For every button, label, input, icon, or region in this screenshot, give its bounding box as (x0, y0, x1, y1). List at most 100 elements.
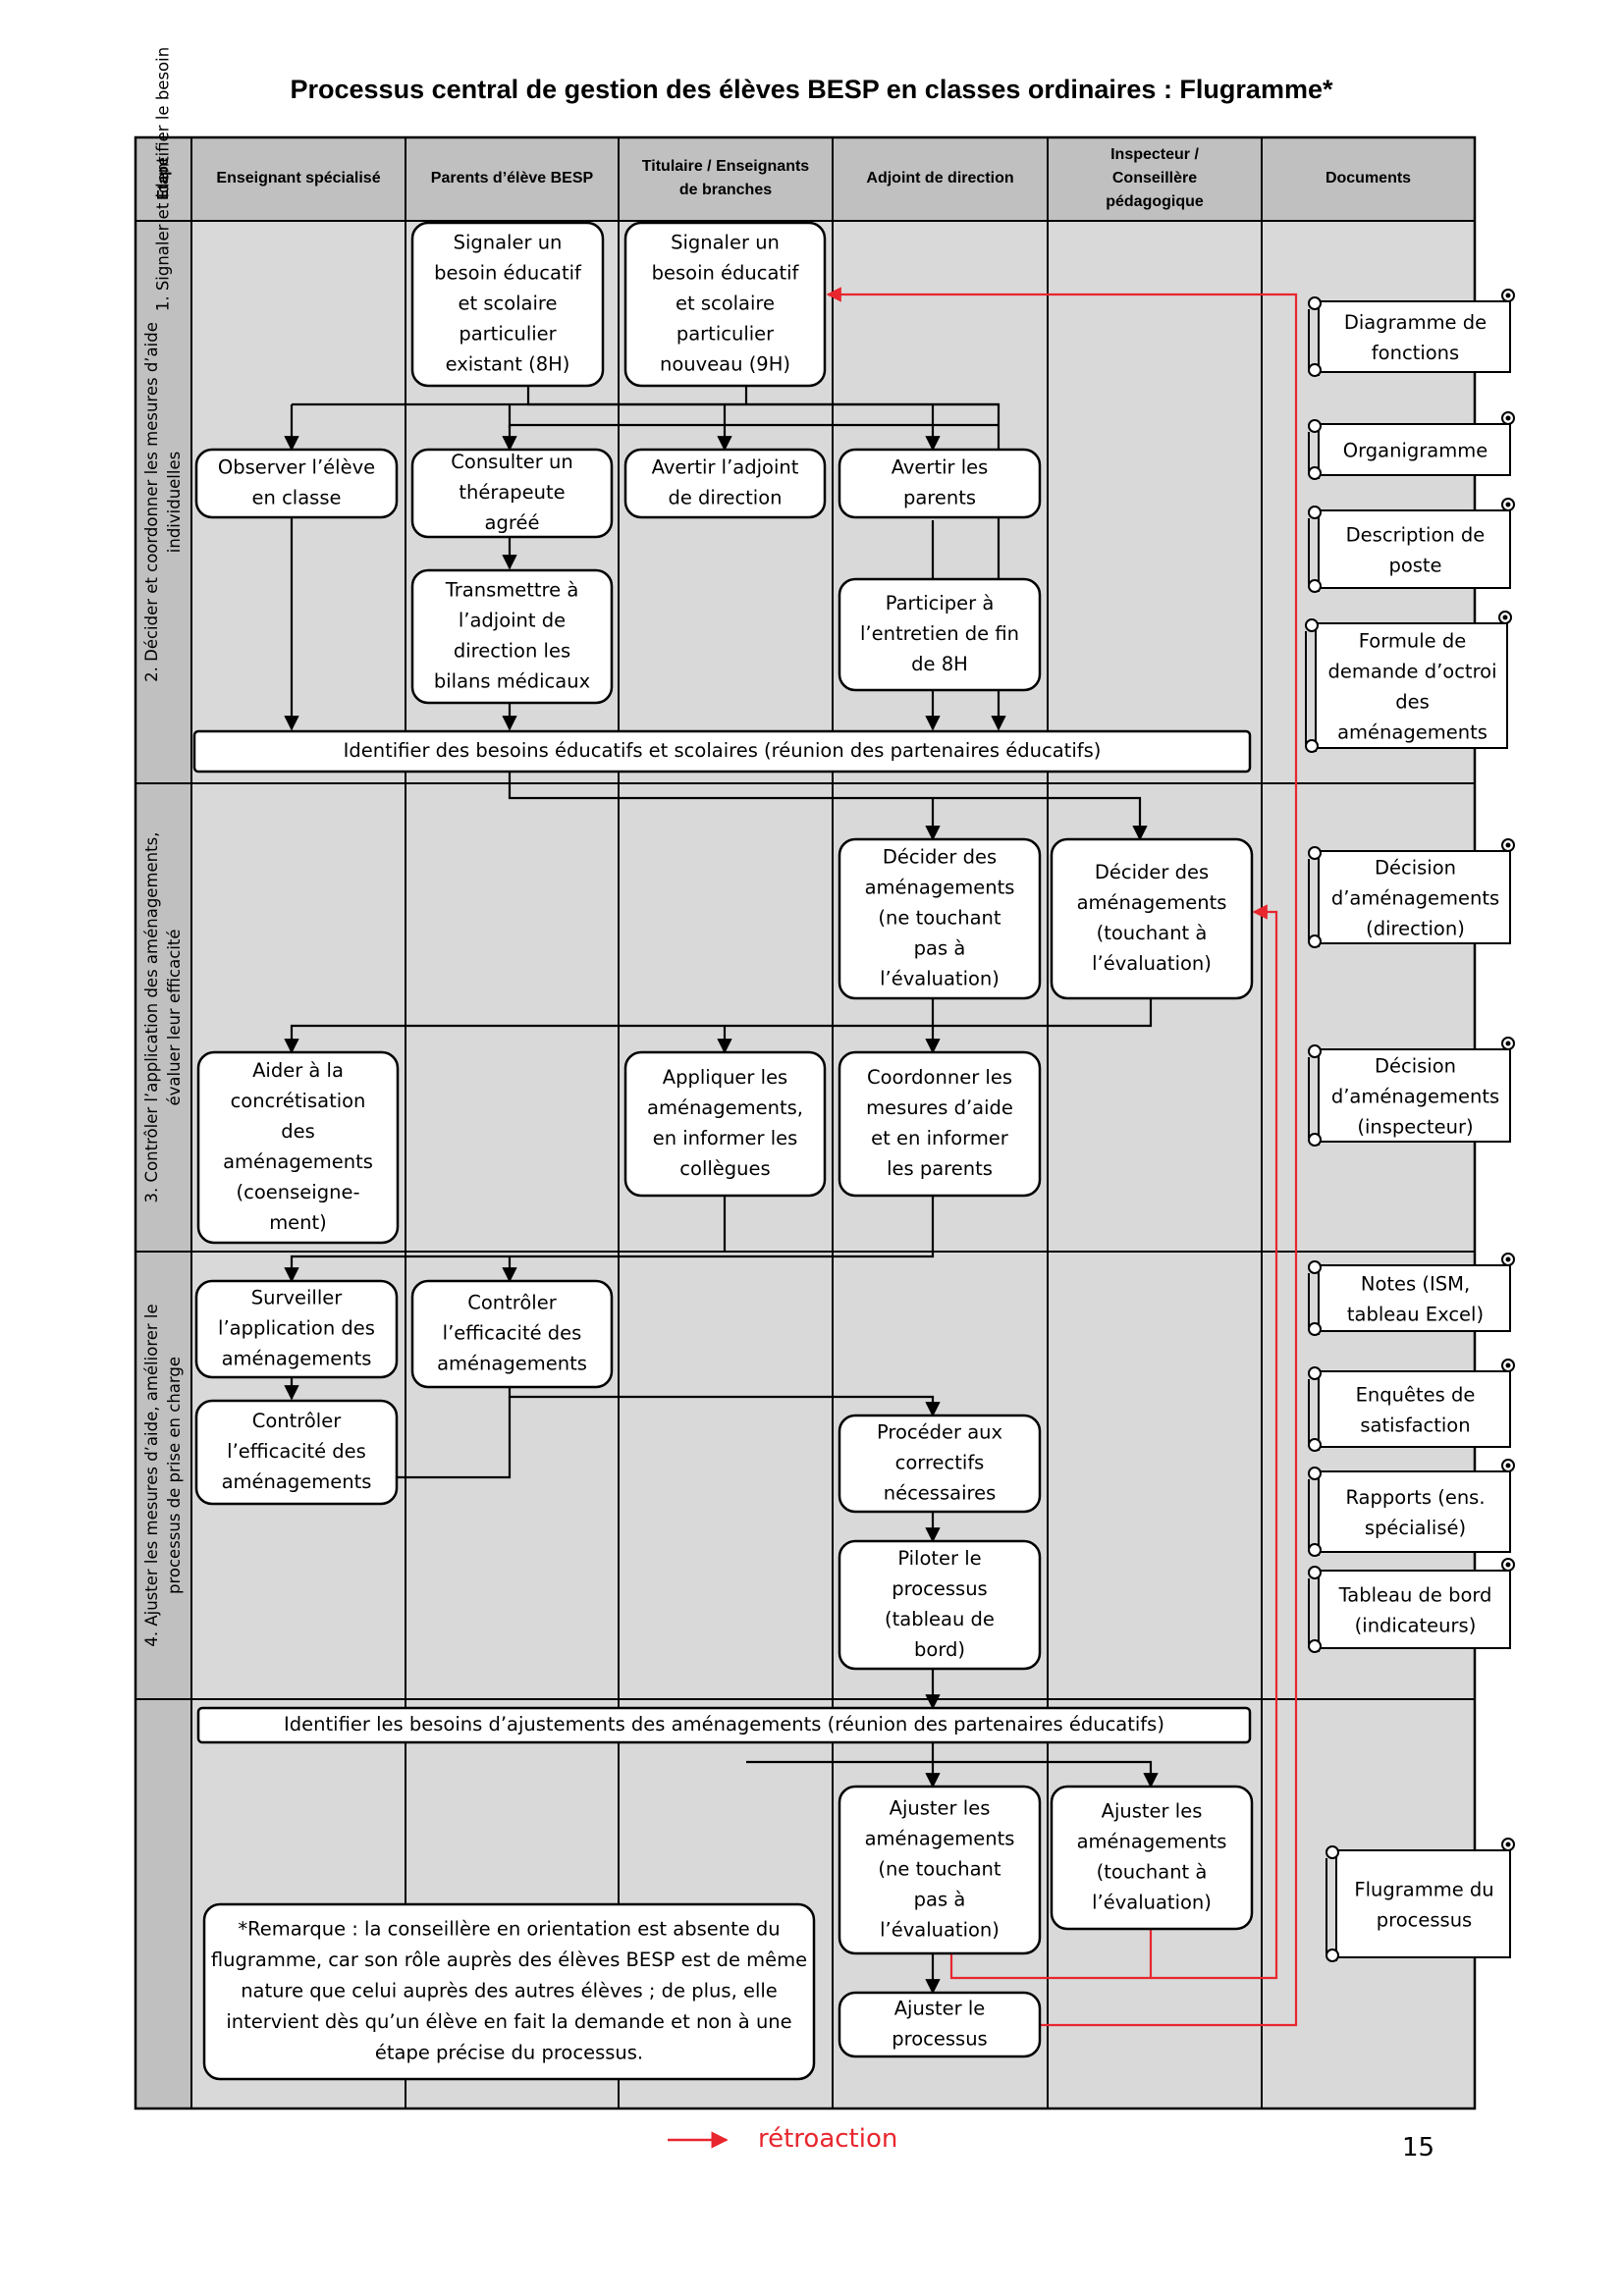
box-text: aménagements (222, 1470, 372, 1493)
remark-note-box: *Remarque : la conseillère en orientatio… (202, 1902, 816, 2081)
flow-connector (284, 998, 1153, 1054)
box-text: aménagements (1077, 1831, 1227, 1853)
document-text: Tableau de bord (1338, 1584, 1492, 1607)
header-etape: Etape (155, 157, 172, 200)
flow-connector (508, 1387, 941, 1417)
box-text: besoin éducatif (652, 262, 800, 285)
box-text: Piloter le (897, 1547, 981, 1570)
box-text: Décider des (883, 846, 997, 869)
box-text: l’efficacité des (443, 1322, 582, 1345)
document-text: Enquêtes de (1356, 1384, 1476, 1407)
box-text: nécessaires (884, 1482, 997, 1505)
legend-label: rétroaction (758, 2124, 898, 2154)
box-text: de direction (668, 487, 782, 509)
document-text: Rapports (ens. (1345, 1486, 1485, 1509)
box-text: correctifs (895, 1452, 985, 1474)
box-text: agréé (485, 511, 540, 534)
lane-header: Conseillère (1112, 170, 1197, 187)
document-text: fonctions (1372, 342, 1459, 364)
lane-header: pédagogique (1106, 193, 1204, 210)
box-text: l’évaluation) (1092, 952, 1212, 975)
lane-header: Documents (1325, 170, 1411, 187)
box-text: en classe (252, 487, 342, 509)
box-text: mesures d’aide (866, 1096, 1013, 1119)
box-text: particulier (459, 323, 557, 346)
stage-label-line: individuelles (165, 452, 184, 553)
document-text: Formule de (1359, 630, 1466, 653)
box-text: l’efficacité des (227, 1440, 366, 1463)
box-text: Aider à la (252, 1059, 344, 1082)
stage-label-line: 3. Contrôler l’application des aménageme… (142, 832, 161, 1203)
box-text: thérapeute (459, 481, 565, 504)
box-text: Observer l’élève (218, 456, 375, 479)
box-text: flugramme, car son rôle auprès des élève… (211, 1949, 807, 1971)
box-text: *Remarque : la conseillère en orientatio… (238, 1918, 780, 1941)
flow-connector (284, 1196, 935, 1283)
box-text: étape précise du processus. (375, 2042, 643, 2064)
box-text: l’application des (218, 1317, 375, 1340)
box-text: collègues (679, 1157, 770, 1180)
box-text: Transmettre à (445, 579, 579, 602)
box-text: Surveiller (251, 1287, 344, 1309)
consult-therapist-box: Consulter un thérapeute agréé (410, 448, 614, 539)
box-text: Avertir l’adjoint (652, 456, 799, 479)
document-text: Diagramme de (1344, 311, 1487, 334)
box-text: Identifier des besoins éducatifs et scol… (344, 739, 1102, 762)
document-text: aménagements (1337, 721, 1488, 744)
box-text: nouveau (9H) (660, 353, 790, 376)
box-text: aménagements, (647, 1096, 803, 1119)
box-text: (tableau de (885, 1608, 995, 1630)
steer-process-box: Piloter le processus (tableau de bord) (838, 1539, 1042, 1671)
connector-lines (284, 287, 1298, 2027)
box-text: aménagements (865, 1828, 1015, 1850)
stage-column-background (135, 221, 191, 2109)
stage-label: 4. Ajuster les mesures d’aide, améliorer… (142, 1304, 184, 1646)
box-text: aménagements (865, 877, 1015, 899)
box-text: processus (892, 2028, 987, 2051)
box-text: Avertir les (892, 456, 989, 479)
document-text: satisfaction (1360, 1415, 1470, 1437)
box-text: ment) (269, 1211, 327, 1234)
identify-adjustments-meeting-box: Identifier les besoins d’ajustements des… (196, 1706, 1252, 1744)
box-text: processus (892, 1577, 987, 1600)
document-scroll: Rapports (ens.spécialisé) (1308, 1459, 1515, 1557)
box-text: (ne touchant (878, 1858, 1001, 1881)
box-text: Consulter un (451, 451, 572, 473)
box-text: et en informer (871, 1127, 1009, 1149)
box-text: particulier (676, 323, 775, 346)
box-text: Appliquer les (663, 1066, 787, 1089)
document-text: d’aménagements (1331, 887, 1499, 910)
box-text: Décider des (1095, 861, 1209, 883)
box-text: bilans médicaux (434, 670, 590, 693)
box-text: Ajuster les (1102, 1800, 1203, 1823)
document-text: Décision (1375, 1055, 1456, 1078)
document-text: poste (1388, 555, 1441, 577)
stage-label-line: 2. Décider et coordonner les mesures d’a… (142, 322, 161, 682)
box-text: des (281, 1120, 315, 1143)
flow-connector (508, 772, 1148, 841)
box-text: et scolaire (676, 293, 775, 315)
header-background (135, 137, 1475, 221)
identify-needs-meeting-box: Identifier des besoins éducatifs et scol… (192, 729, 1252, 774)
document-scroll: Notes (ISM,tableau Excel) (1308, 1253, 1515, 1336)
page-number: 15 (1402, 2133, 1435, 2163)
lane-header: Enseignant spécialisé (216, 170, 380, 187)
box-text: direction les (454, 640, 570, 663)
box-text: (touchant à (1097, 922, 1208, 944)
box-text: bord) (914, 1638, 965, 1661)
help-implement-arrangements-box: Aider à laconcrétisationdesaménagements(… (196, 1050, 400, 1245)
document-text: (indicateurs) (1355, 1615, 1477, 1637)
document-text: des (1395, 691, 1430, 714)
